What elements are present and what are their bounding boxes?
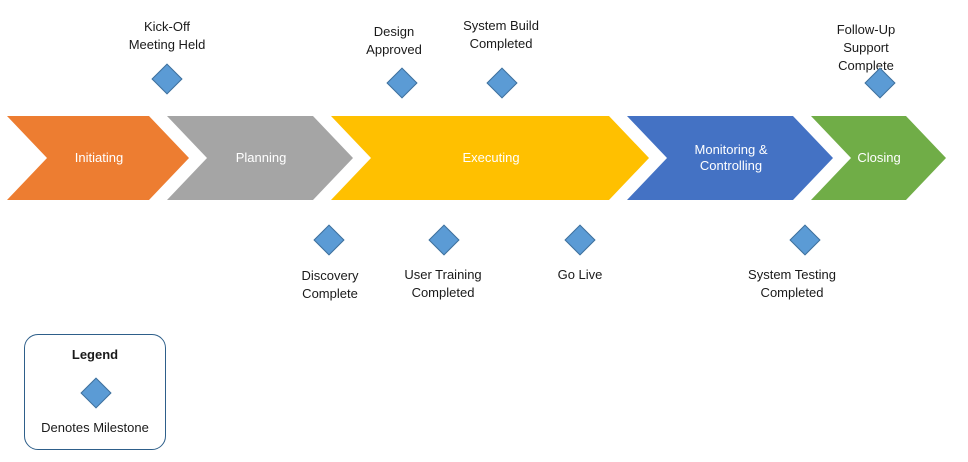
phase-label-planning: Planning	[235, 150, 287, 165]
phase-label-executing: Executing	[462, 150, 520, 165]
phase-label-closing: Closing	[857, 150, 901, 165]
legend-diamond-icon	[80, 377, 112, 409]
phase-closing-chevron	[811, 116, 946, 200]
milestone-label-design-approved: Design Approved	[366, 24, 422, 57]
legend-item-label: Denotes Milestone	[41, 420, 149, 435]
phase-monitoring-chevron	[627, 116, 833, 200]
milestone-label-user-training: User Training Completed	[404, 267, 482, 300]
milestone-label-go-live: Go Live	[557, 267, 603, 282]
legend-title: Legend	[71, 347, 119, 362]
phase-label-monitoring: Monitoring & Controlling	[694, 142, 768, 173]
milestone-label-kickoff: Kick-Off Meeting Held	[128, 19, 206, 52]
milestone-label-system-testing: System Testing Completed	[748, 267, 836, 300]
phase-executing-chevron	[331, 116, 649, 200]
phase-planning-chevron	[167, 116, 353, 200]
phase-label-initiating: Initiating	[74, 150, 124, 165]
milestone-label-discovery: Discovery Complete	[301, 268, 359, 301]
legend-box: Legend Denotes Milestone	[24, 334, 166, 450]
milestone-label-system-build: System Build Completed	[463, 18, 539, 51]
phase-initiating-chevron	[7, 116, 189, 200]
milestone-label-followup-support: Follow-Up Support Complete	[836, 22, 896, 73]
